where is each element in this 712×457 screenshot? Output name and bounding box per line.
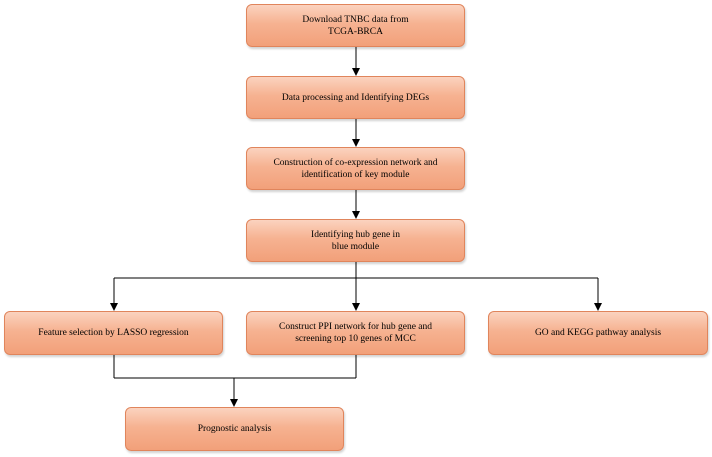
- arrowhead-ppi: [352, 303, 360, 311]
- step-lasso-regression: Feature selection by LASSO regression: [4, 311, 223, 355]
- arrowhead-network: [352, 139, 360, 147]
- arrowhead-prognostic: [230, 399, 238, 407]
- step-hub-gene: Identifying hub gene in blue module: [246, 219, 465, 262]
- arrowhead-lasso: [110, 303, 118, 311]
- step-go-kegg-analysis: GO and KEGG pathway analysis: [488, 311, 708, 355]
- step-coexpression-network: Construction of co-expression network an…: [246, 147, 465, 190]
- arrowhead-go-kegg: [594, 303, 602, 311]
- arrowhead-hub: [352, 211, 360, 219]
- arrowhead-processing: [352, 68, 360, 76]
- step-data-processing: Data processing and Identifying DEGs: [246, 76, 465, 119]
- step-prognostic-analysis: Prognostic analysis: [125, 407, 344, 451]
- step-ppi-network: Construct PPI network for hub gene and s…: [246, 311, 465, 355]
- step-download-data: Download TNBC data from TCGA-BRCA: [246, 4, 465, 47]
